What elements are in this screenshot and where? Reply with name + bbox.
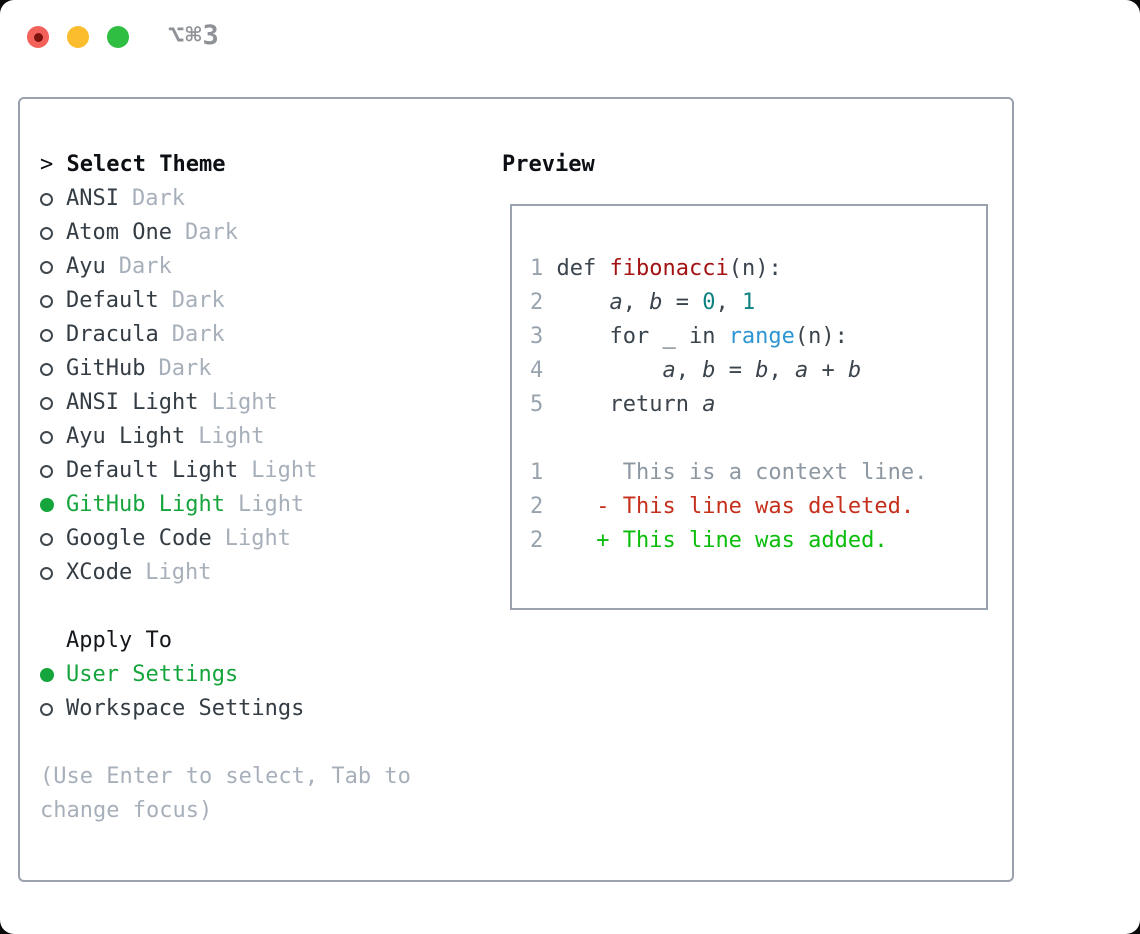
apply-to-option[interactable]: User Settings xyxy=(40,658,490,692)
preview-header: Preview xyxy=(502,152,595,177)
radio-icon xyxy=(40,702,53,716)
select-theme-header-label: Select Theme xyxy=(66,152,226,177)
radio-selected-icon xyxy=(40,668,54,682)
option-variant-label: Dark xyxy=(184,220,238,245)
option-label: Ayu xyxy=(66,254,106,279)
option-label: Default xyxy=(66,288,159,313)
option-variant-label: Dark xyxy=(118,254,172,279)
option-variant-label: Dark xyxy=(158,356,212,381)
option-label: Default Light xyxy=(66,458,239,483)
theme-option[interactable]: GitHub Light Light xyxy=(40,488,490,522)
code-line: 1 def fibonacci(n): xyxy=(530,256,782,281)
radio-icon xyxy=(40,294,53,308)
option-label: Ayu Light xyxy=(66,424,186,449)
radio-selected-icon xyxy=(40,498,54,512)
option-label: User Settings xyxy=(66,662,239,687)
apply-to-option[interactable]: Workspace Settings xyxy=(40,692,490,726)
preview-box: 1 def fibonacci(n): 2 a, b = 0, 1 3 for _ … xyxy=(510,204,988,610)
option-variant-label: Light xyxy=(224,526,291,551)
minimize-button[interactable] xyxy=(67,26,89,48)
option-label: GitHub xyxy=(66,356,146,381)
traffic-lights xyxy=(27,26,129,48)
close-button[interactable] xyxy=(27,26,49,48)
option-variant-label: Dark xyxy=(131,186,185,211)
option-label: Dracula xyxy=(66,322,159,347)
code-line xyxy=(530,422,927,456)
code-line: 2 a, b = 0, 1 xyxy=(530,290,756,315)
zoom-button[interactable] xyxy=(107,26,129,48)
option-label: Workspace Settings xyxy=(66,696,305,721)
keyboard-hint: (Use Enter to select, Tab to change focu… xyxy=(40,764,411,823)
code-line: 2 + This line was added. xyxy=(530,528,888,553)
code-line: 5 return a xyxy=(530,392,716,417)
close-button-dot-icon xyxy=(33,32,43,42)
option-variant-label: Light xyxy=(211,390,278,415)
theme-option[interactable]: Ayu Light Light xyxy=(40,420,490,454)
theme-option[interactable]: Atom One Dark xyxy=(40,216,490,250)
option-variant-label: Dark xyxy=(171,288,225,313)
theme-option[interactable]: Google Code Light xyxy=(40,522,490,556)
radio-icon xyxy=(40,396,53,410)
option-label: Google Code xyxy=(66,526,212,551)
radio-icon xyxy=(40,362,53,376)
radio-icon xyxy=(40,260,53,274)
radio-icon xyxy=(40,566,53,580)
code-line: 4 a, b = b, a + b xyxy=(530,358,862,383)
option-label: ANSI xyxy=(66,186,119,211)
theme-option[interactable]: Dracula Dark xyxy=(40,318,490,352)
option-variant-label: Light xyxy=(251,458,318,483)
titlebar: ⌥⌘3 xyxy=(0,0,1140,75)
option-label: ANSI Light xyxy=(66,390,199,415)
code-line: 3 for _ in range(n): xyxy=(530,324,848,349)
theme-option[interactable]: ANSI Light Light xyxy=(40,386,490,420)
theme-option[interactable]: GitHub Dark xyxy=(40,352,490,386)
theme-option[interactable]: Ayu Dark xyxy=(40,250,490,284)
option-variant-label: Light xyxy=(145,560,212,585)
select-theme-header: > Select Theme xyxy=(40,148,490,182)
radio-icon xyxy=(40,192,53,206)
option-label: GitHub Light xyxy=(66,492,225,517)
preview-code: 1 def fibonacci(n): 2 a, b = 0, 1 3 for _ … xyxy=(530,252,927,558)
theme-option[interactable]: ANSI Dark xyxy=(40,182,490,216)
radio-icon xyxy=(40,464,53,478)
window-title-shortcut: ⌥⌘3 xyxy=(168,20,220,51)
theme-option[interactable]: Default Light Light xyxy=(40,454,490,488)
radio-icon xyxy=(40,430,53,444)
option-label: Atom One xyxy=(66,220,172,245)
option-variant-label: Light xyxy=(237,492,305,517)
option-label: XCode xyxy=(66,560,133,585)
radio-icon xyxy=(40,226,53,240)
code-line: 1 This is a context line. xyxy=(530,460,928,485)
radio-icon xyxy=(40,328,53,342)
apply-to-header: Apply To xyxy=(66,628,172,653)
theme-option[interactable]: Default Dark xyxy=(40,284,490,318)
option-variant-label: Light xyxy=(198,424,265,449)
radio-icon xyxy=(40,532,53,546)
option-variant-label: Dark xyxy=(171,322,225,347)
focus-caret-icon: > xyxy=(40,152,67,177)
code-line: 2 - This line was deleted. xyxy=(530,494,915,519)
theme-option[interactable]: XCode Light xyxy=(40,556,490,590)
